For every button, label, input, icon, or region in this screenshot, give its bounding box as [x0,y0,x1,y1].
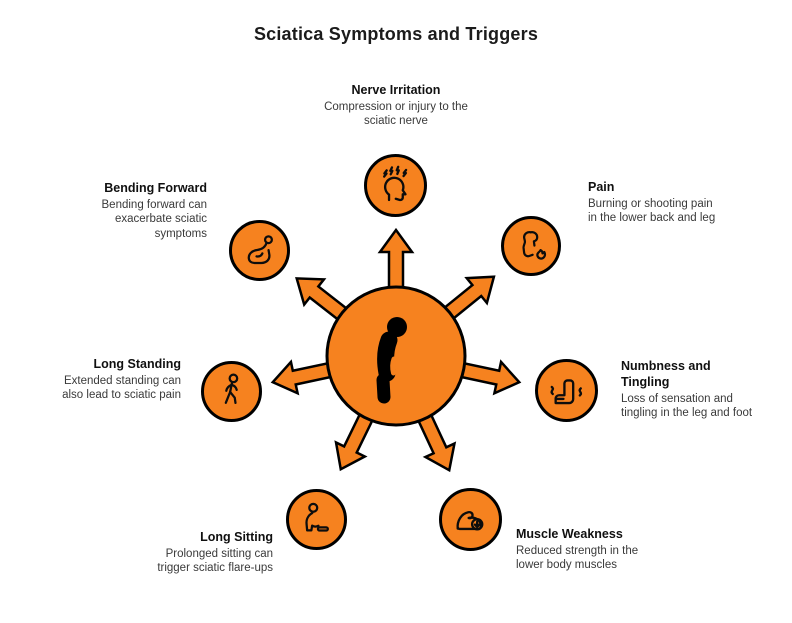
node-label: Long Standing [93,357,181,371]
center-hub [270,227,522,473]
node-muscle-weakness-text: Muscle Weakness Reduced strength in the … [516,527,641,573]
bending-person-icon [229,220,290,281]
sitting-person-icon [286,489,347,550]
node-nerve-irritation-text: Nerve Irritation Compression or injury t… [296,83,496,129]
node-description: Extended standing can also lead to sciat… [62,374,181,402]
node-label: Nerve Irritation [351,83,441,97]
node-label: Muscle Weakness [516,527,623,541]
node-label: Numbness and Tingling [621,359,711,389]
foot-tingling-icon [535,359,598,422]
node-description: Reduced strength in the lower body muscl… [516,544,639,572]
node-long-sitting-text: Long Sitting Prolonged sitting can trigg… [138,530,273,576]
bicep-down-arrow-icon [439,488,502,551]
back-flame-icon [501,216,561,276]
standing-person-icon [201,361,262,422]
hunched-person-icon [376,317,407,404]
node-bending-forward-text: Bending Forward Bending forward can exac… [72,181,207,241]
node-numbness-tingling-text: Numbness and Tingling Loss of sensation … [621,359,761,420]
node-label: Long Sitting [200,530,273,544]
node-label: Pain [588,180,615,194]
node-description: Burning or shooting pain in the lower ba… [588,197,716,225]
node-description: Compression or injury to the sciatic ner… [324,100,468,128]
node-label: Bending Forward [104,181,207,195]
node-description: Prolonged sitting can trigger sciatic fl… [157,547,273,575]
node-long-standing-text: Long Standing Extended standing can also… [58,357,181,403]
page-title: Sciatica Symptoms and Triggers [253,24,539,44]
hub-circle [325,285,467,427]
head-nerves-icon [364,154,427,217]
node-description: Bending forward can exacerbate sciatic s… [101,198,207,240]
node-pain-text: Pain Burning or shooting pain in the low… [588,180,723,226]
node-description: Loss of sensation and tingling in the le… [621,392,753,419]
